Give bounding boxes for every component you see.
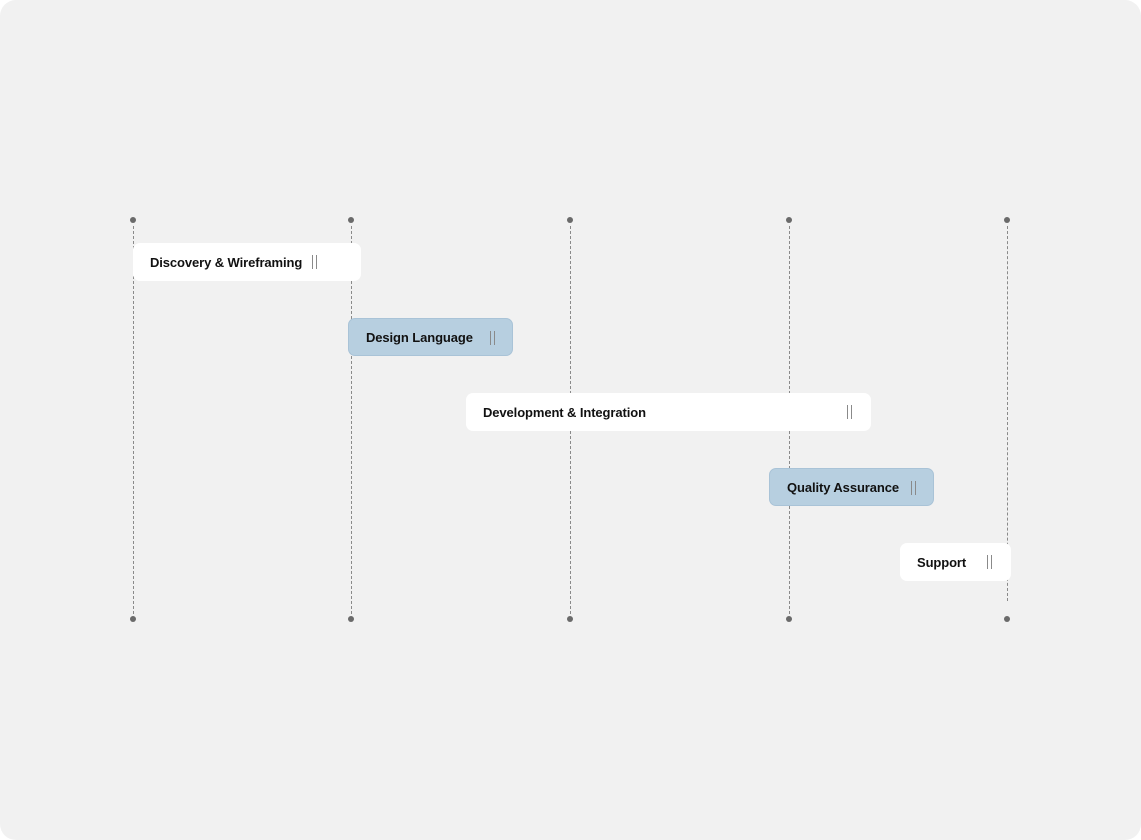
resize-handle-icon[interactable] bbox=[846, 405, 854, 419]
task-bar-discovery[interactable]: Discovery & Wireframing bbox=[133, 243, 361, 281]
task-bar-development[interactable]: Development & Integration bbox=[466, 393, 871, 431]
task-label: Support bbox=[917, 554, 967, 570]
resize-handle-icon[interactable] bbox=[311, 255, 319, 269]
resize-handle-icon[interactable] bbox=[910, 481, 918, 495]
gridline-top-dot bbox=[786, 217, 792, 223]
timeline-gridline bbox=[351, 226, 352, 614]
task-label: Quality Assurance bbox=[787, 479, 899, 495]
task-label: Development & Integration bbox=[483, 404, 646, 420]
task-bar-quality-assurance[interactable]: Quality Assurance bbox=[769, 468, 934, 506]
task-bar-support[interactable]: Support bbox=[900, 543, 1011, 581]
timeline-gridline bbox=[1007, 226, 1008, 601]
timeline-gridline bbox=[133, 226, 134, 614]
gridline-bottom-dot bbox=[567, 616, 573, 622]
gridline-bottom-dot bbox=[1004, 616, 1010, 622]
gridline-top-dot bbox=[567, 217, 573, 223]
task-label: Design Language bbox=[366, 329, 473, 345]
gridline-bottom-dot bbox=[786, 616, 792, 622]
gridline-top-dot bbox=[130, 217, 136, 223]
task-label: Discovery & Wireframing bbox=[150, 254, 303, 270]
resize-handle-icon[interactable] bbox=[986, 555, 994, 569]
gridline-bottom-dot bbox=[130, 616, 136, 622]
gridline-top-dot bbox=[348, 217, 354, 223]
gridline-top-dot bbox=[1004, 217, 1010, 223]
task-bar-design-language[interactable]: Design Language bbox=[348, 318, 513, 356]
resize-handle-icon[interactable] bbox=[489, 331, 497, 345]
gridline-bottom-dot bbox=[348, 616, 354, 622]
